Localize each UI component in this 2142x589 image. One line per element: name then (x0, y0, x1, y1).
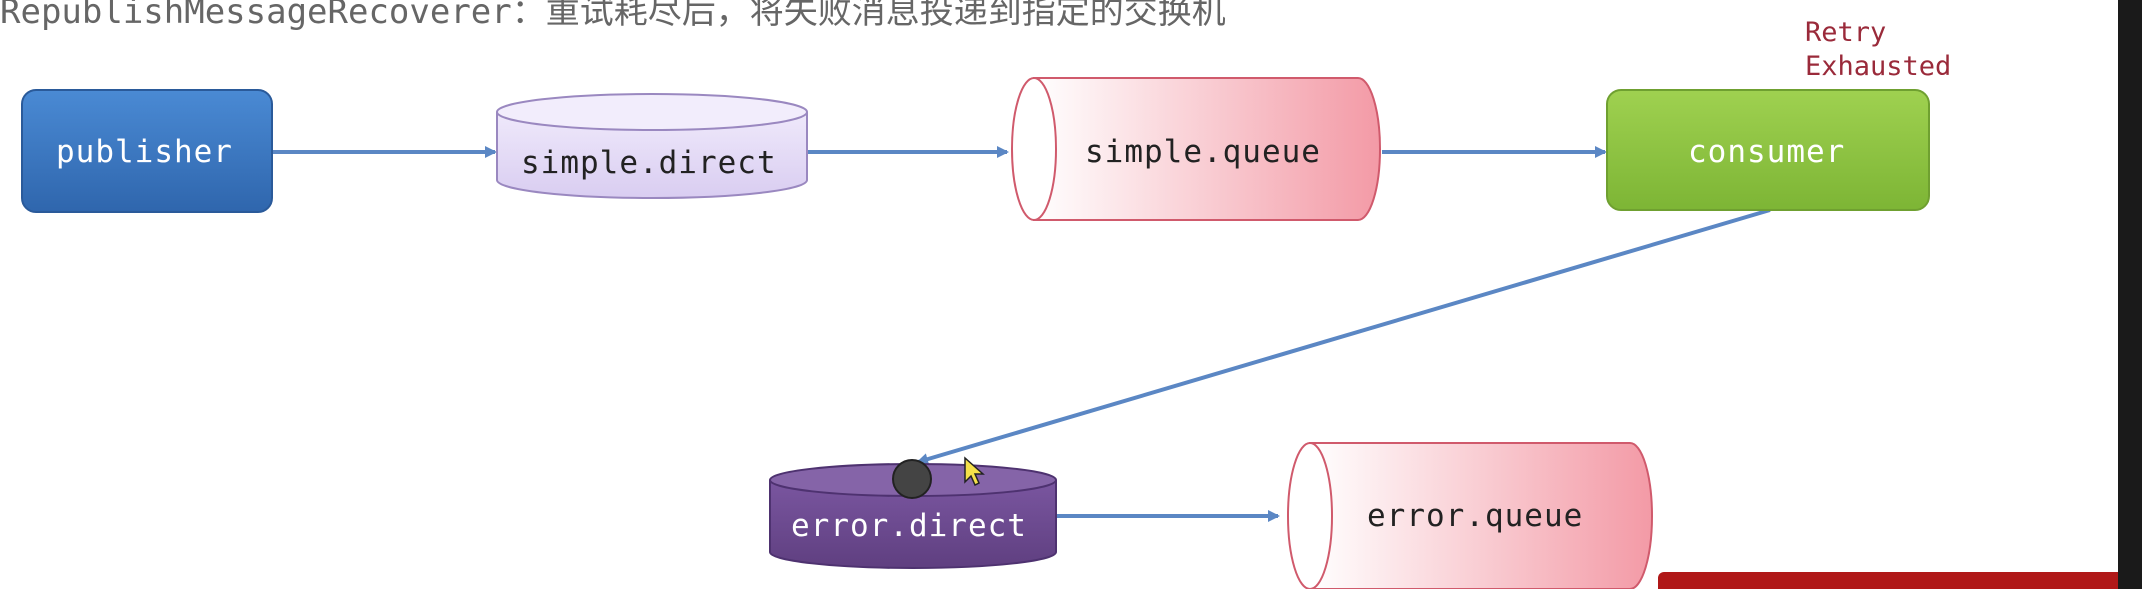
caption-text: RepublishMessageRecoverer：重试耗尽后，将失败消息投递到… (0, 0, 1226, 32)
publisher-node (21, 89, 273, 213)
retry-exhausted-annotation: Retry Exhausted (1805, 16, 1951, 84)
arrow-consumer-to-error-direct (916, 208, 1771, 465)
error-direct-label: error.direct (791, 508, 1027, 544)
consumer-label: consumer (1688, 134, 1846, 170)
retry-text: Retry (1805, 17, 1887, 48)
right-edge-bar (2118, 0, 2142, 589)
simple-direct-label: simple.direct (521, 145, 777, 181)
consumer-node (1606, 89, 1930, 211)
pointer-dot-icon (892, 459, 932, 499)
subtitle-banner (1658, 572, 2142, 589)
publisher-label: publisher (56, 134, 233, 170)
error-queue-node (1287, 442, 1653, 589)
exhausted-text: Exhausted (1805, 51, 1952, 82)
mouse-cursor-icon (964, 456, 985, 487)
simple-queue-node (1011, 77, 1381, 221)
simple-queue-label: simple.queue (1085, 134, 1321, 170)
error-queue-label: error.queue (1367, 498, 1584, 534)
simple-direct-node (496, 93, 808, 199)
